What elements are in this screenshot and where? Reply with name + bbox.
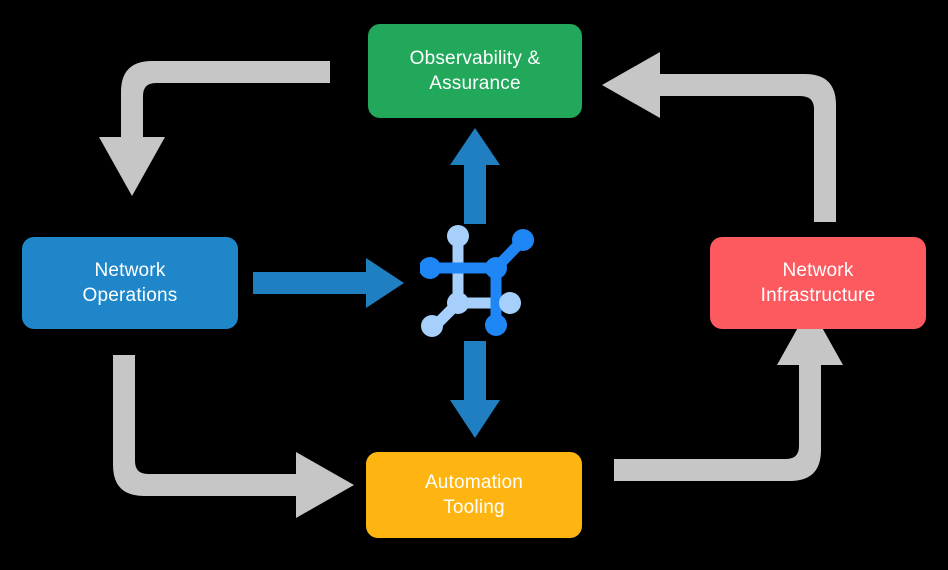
node-infrastructure-label: Network Infrastructure <box>760 259 876 306</box>
node-network-operations[interactable]: Network Operations <box>22 237 238 329</box>
gray-arrow-automation-to-infrastructure <box>614 306 843 481</box>
gray-arrow-observability-to-operations <box>99 61 330 196</box>
topology-secondary-nodes <box>421 225 521 337</box>
node-observability-assurance[interactable]: Observability & Assurance <box>368 24 582 118</box>
gray-arrow-infrastructure-to-observability <box>602 52 836 222</box>
node-automation-label: Automation Tooling <box>424 471 524 518</box>
node-observability-label: Observability & Assurance <box>409 47 541 94</box>
node-network-infrastructure[interactable]: Network Infrastructure <box>710 237 926 329</box>
gray-arrow-operations-to-automation <box>113 355 354 518</box>
blue-arrow-operations-to-center <box>253 258 404 308</box>
topology-primary-nodes <box>420 229 534 336</box>
blue-arrow-center-to-observability <box>450 128 500 224</box>
node-automation-tooling[interactable]: Automation Tooling <box>366 452 582 538</box>
blue-arrow-center-to-automation <box>450 341 500 438</box>
network-topology-icon <box>420 225 534 337</box>
node-operations-label: Network Operations <box>82 259 178 306</box>
